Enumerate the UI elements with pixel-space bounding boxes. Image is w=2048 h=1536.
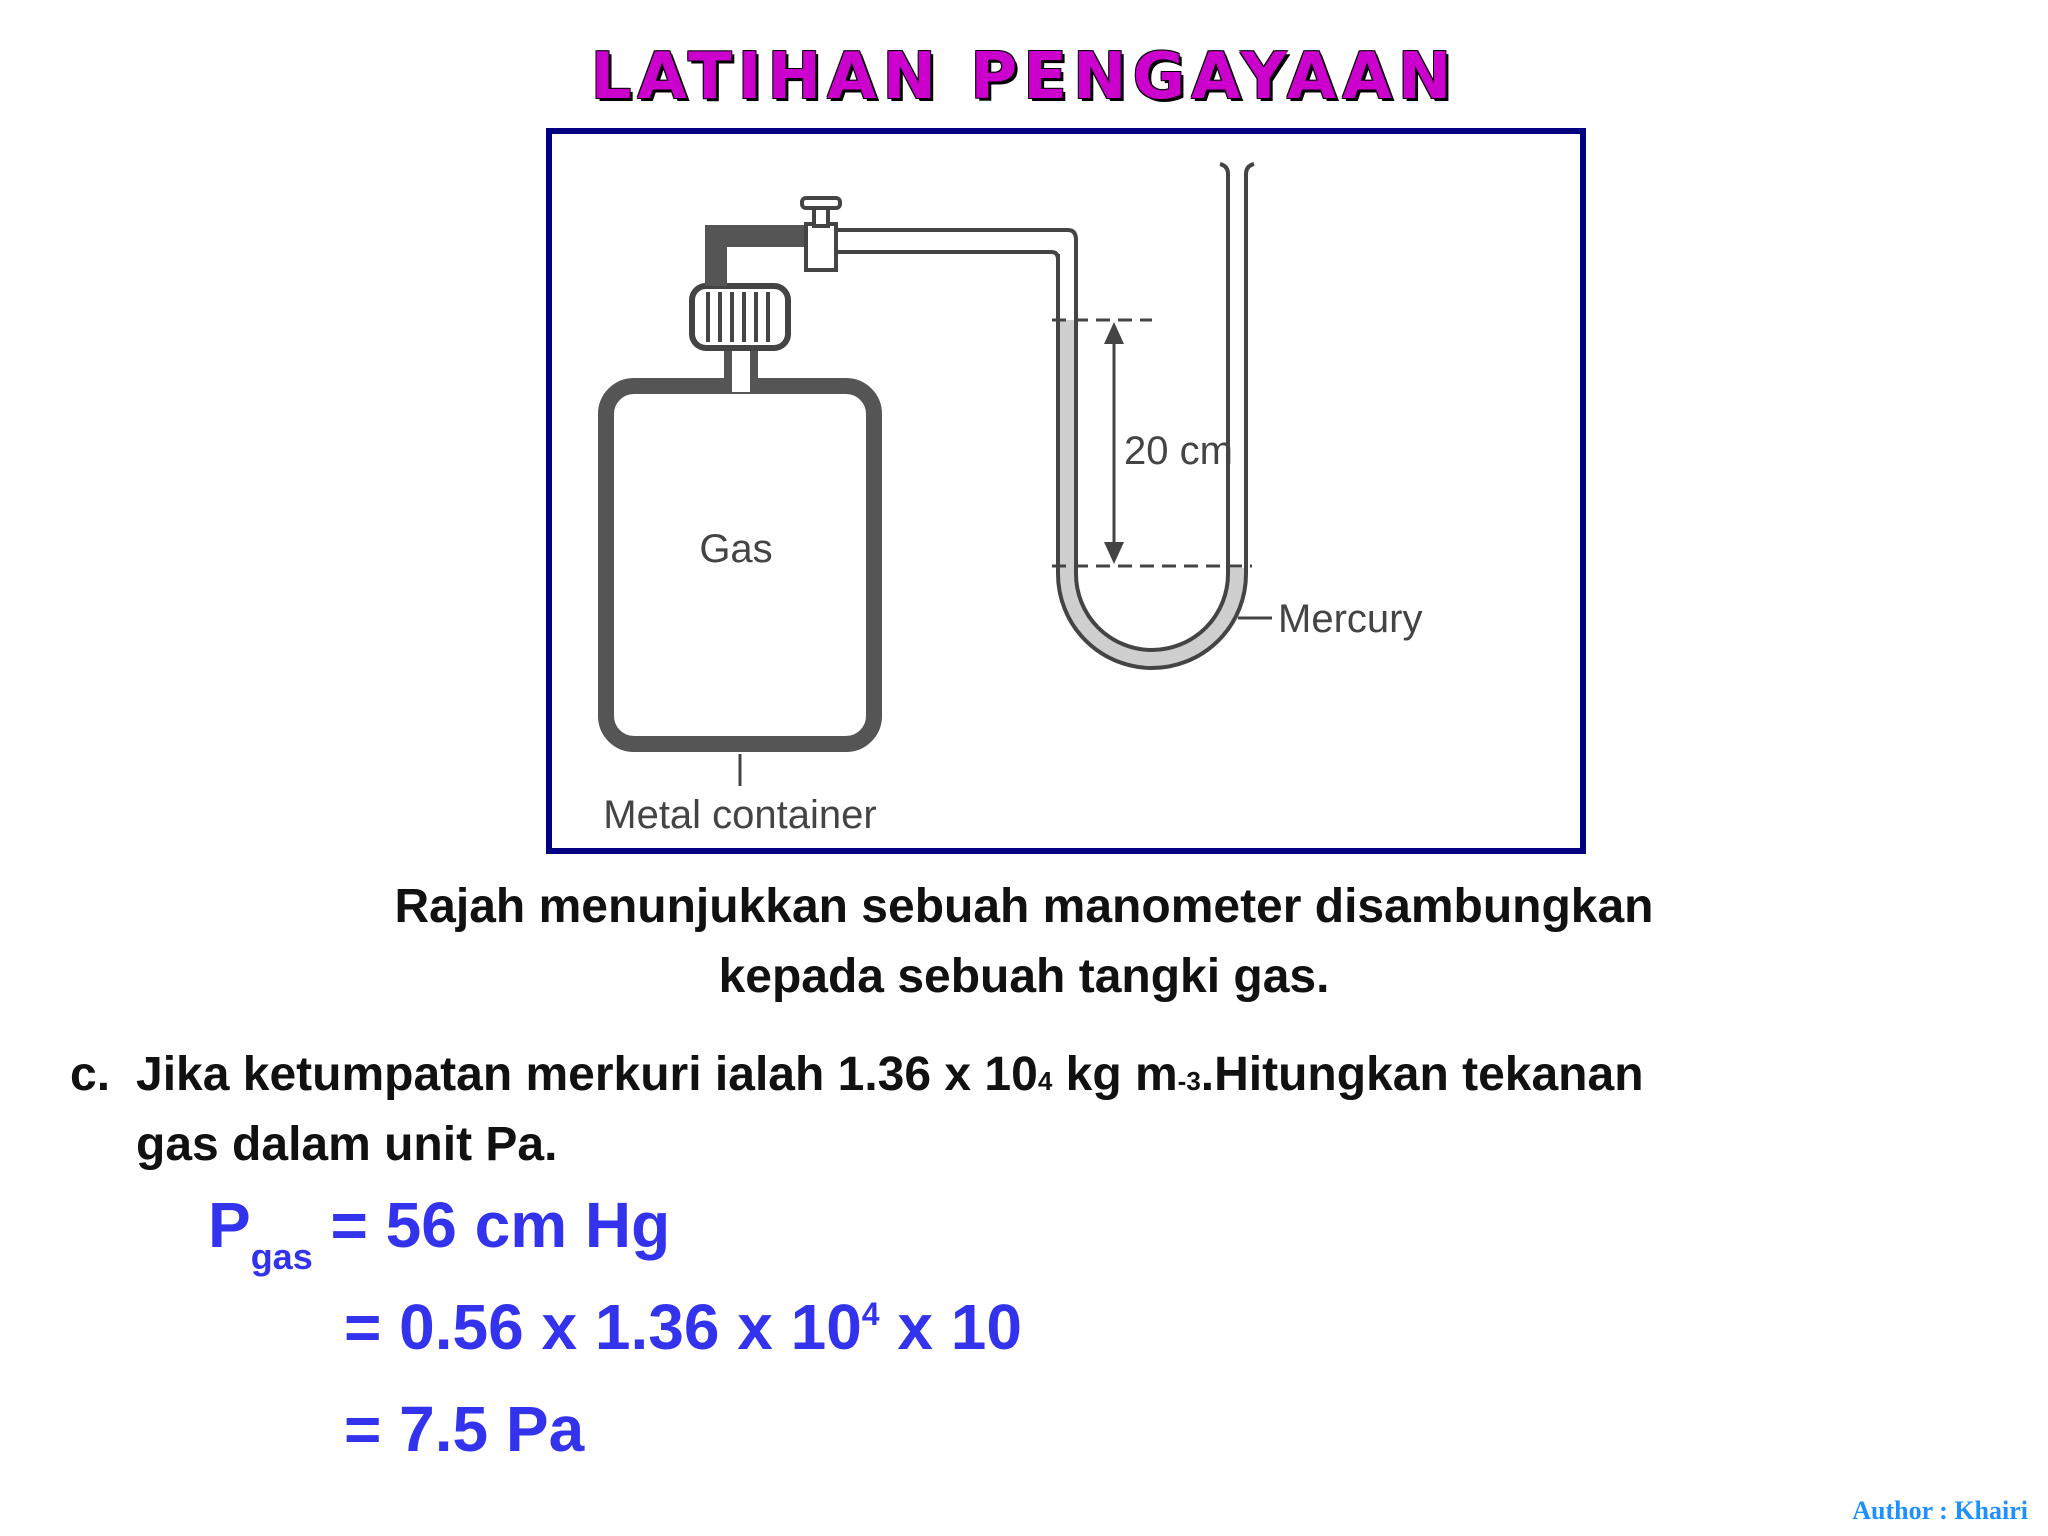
author-credit: Author : Khairi: [1852, 1496, 2028, 1525]
answer-line-2: = 0.56 x 1.36 x 104 x 10: [344, 1290, 1022, 1364]
tap: [804, 222, 838, 272]
manometer-diagram: Gas 20 cm Mercury Metal container: [598, 162, 1422, 837]
answer-line-1: Pgas = 56 cm Hg: [208, 1188, 671, 1277]
valve-knob: [689, 283, 791, 351]
figure-caption: Rajah menunjukkan sebuah manometer disam…: [0, 872, 2048, 1012]
slide-title: LATIHAN PENGAYAAN: [590, 40, 1458, 114]
container-label: Metal container: [603, 793, 876, 837]
question-text: .Hitungkan tekanan: [1200, 1048, 1644, 1101]
exponent: -3: [1177, 1066, 1201, 1096]
exponent: 4: [1037, 1066, 1053, 1096]
answer-value: = 56 cm Hg: [312, 1189, 671, 1261]
answer-value: x 10: [879, 1291, 1022, 1363]
pressure-subscript: gas: [250, 1236, 313, 1277]
question-text: Jika ketumpatan merkuri ialah 1.36 x 10: [136, 1048, 1038, 1101]
question: c. Jika ketumpatan merkuri ialah 1.36 x 1…: [70, 1040, 1970, 1180]
question-text: kg m: [1052, 1048, 1178, 1101]
exponent: 4: [861, 1296, 880, 1332]
caption-line-1: Rajah menunjukkan sebuah manometer disam…: [394, 880, 1654, 933]
question-line-1: c. Jika ketumpatan merkuri ialah 1.36 x 1…: [70, 1040, 1970, 1110]
top-pipe: [705, 225, 812, 286]
height-label: 20 cm: [1124, 429, 1233, 473]
question-line-2: gas dalam unit Pa.: [136, 1118, 558, 1171]
question-label: c.: [70, 1048, 111, 1101]
manometer-figure: Gas 20 cm Mercury Metal container: [546, 128, 1586, 854]
pressure-symbol: P: [208, 1189, 251, 1261]
mercury-label: Mercury: [1278, 597, 1422, 641]
gas-label: Gas: [699, 527, 772, 571]
answer-line-3: = 7.5 Pa: [344, 1393, 585, 1465]
u-tube: [1056, 162, 1255, 670]
caption-line-2: kepada sebuah tangki gas.: [718, 950, 1330, 1003]
answer-value: = 0.56 x 1.36 x 10: [344, 1291, 862, 1363]
